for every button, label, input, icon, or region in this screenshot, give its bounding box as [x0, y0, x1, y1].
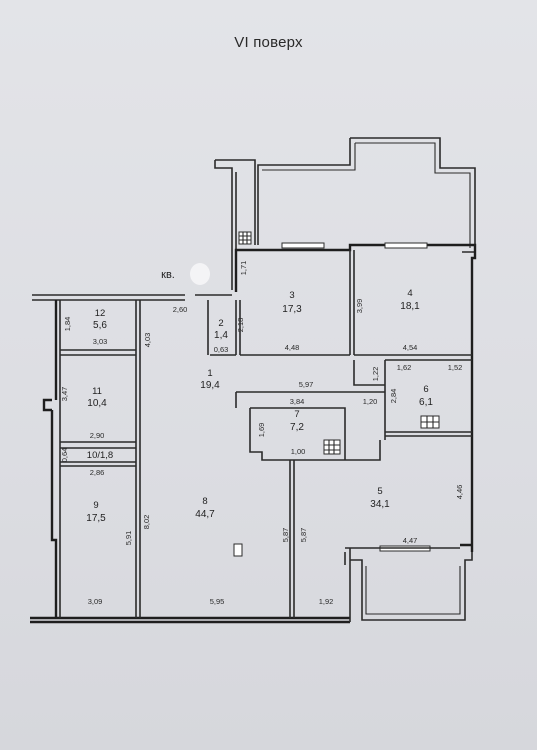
room-6-number: 6: [423, 384, 428, 395]
room-9-area: 17,5: [86, 513, 106, 524]
dim-5-95: 5,95: [210, 597, 225, 606]
room-4-number: 4: [407, 288, 412, 299]
room8-column: [233, 543, 243, 557]
dim-3-84: 3,84: [290, 397, 305, 406]
dim-2-84: 2,84: [389, 389, 398, 404]
dim-4-46: 4,46: [455, 485, 464, 500]
room-7-number: 7: [294, 409, 299, 420]
dim-5-91: 5,91: [124, 531, 133, 546]
dim-4-48: 4,48: [285, 343, 300, 352]
room6-vent-grid: [421, 416, 439, 428]
dim-1-71: 1,71: [239, 261, 248, 276]
room-9-number: 9: [93, 500, 98, 511]
apartment-number-redacted: [190, 263, 210, 285]
upper-balcony-inner-wall: [262, 142, 471, 248]
dim-4-54: 4,54: [403, 343, 418, 352]
room7-vent-grid: [324, 440, 340, 454]
apartment-label: кв.: [161, 269, 175, 281]
lower-balcony-inner-wall: [365, 566, 461, 615]
room-12-area: 5,6: [93, 320, 107, 331]
outer-wall: [234, 243, 477, 552]
floor-title: VI поверх: [234, 34, 303, 51]
dim-1-20: 1,20: [363, 397, 378, 406]
shaft-vent: [238, 231, 252, 245]
room-7-area: 7,2: [290, 422, 304, 433]
room-11-number: 11: [92, 386, 102, 397]
south-wall: [30, 616, 350, 624]
dim-3-09: 3,09: [88, 597, 103, 606]
shaft-vent-grid: [239, 232, 251, 244]
room-5-area: 34,1: [370, 499, 390, 510]
dim-1-69: 1,69: [257, 423, 266, 438]
dim-1-52: 1,52: [448, 363, 463, 372]
partitions: [59, 250, 472, 618]
room-11-area: 10,4: [87, 398, 107, 409]
room-3-number: 3: [289, 290, 294, 301]
dim-2-90: 2,90: [90, 431, 105, 440]
room7-vent: [323, 439, 341, 455]
dim-5-87-right: 5,87: [299, 528, 308, 543]
room-1-number: 1: [207, 368, 212, 379]
room-6-area: 6,1: [419, 397, 433, 408]
dim-1-84: 1,84: [63, 317, 72, 332]
dim-0-63: 0,63: [214, 345, 229, 354]
room-3-area: 17,3: [282, 304, 302, 315]
room-5-number: 5: [377, 486, 382, 497]
west-wall: [42, 300, 58, 618]
dim-2-60: 2,60: [173, 305, 188, 314]
room-8-area: 44,7: [195, 509, 215, 520]
dim-3-03: 3,03: [93, 337, 108, 346]
dim-2-18: 2,18: [236, 318, 245, 333]
dim-1-00: 1,00: [291, 447, 306, 456]
upper-balcony-wall: [257, 137, 476, 253]
dim-1-62: 1,62: [397, 363, 412, 372]
room-10-label: 10/1,8: [87, 450, 113, 461]
dim-5-97: 5,97: [299, 380, 314, 389]
dim-3-47: 3,47: [60, 387, 69, 402]
dim-1-92: 1,92: [319, 597, 334, 606]
room-8-number: 8: [202, 496, 207, 507]
room-4-area: 18,1: [400, 301, 420, 312]
window-room3: [281, 242, 325, 249]
north-wall-left: [32, 294, 232, 301]
room-1-area: 19,4: [200, 380, 220, 391]
dim-3-99: 3,99: [355, 299, 364, 314]
dim-4-47: 4,47: [403, 536, 418, 545]
dim-4-03: 4,03: [143, 333, 152, 348]
dim-5-87-left: 5,87: [281, 528, 290, 543]
dim-1-22: 1,22: [371, 367, 380, 382]
room-12-number: 12: [95, 308, 106, 319]
lower-balcony-wall: [349, 548, 473, 622]
dim-8-02: 8,02: [142, 515, 151, 530]
room-2-area: 1,4: [214, 330, 228, 341]
window-room4: [384, 242, 428, 249]
dim-2-86: 2,86: [90, 468, 105, 477]
dim-0-64: 0,64: [60, 448, 69, 463]
room-2-number: 2: [218, 318, 223, 329]
